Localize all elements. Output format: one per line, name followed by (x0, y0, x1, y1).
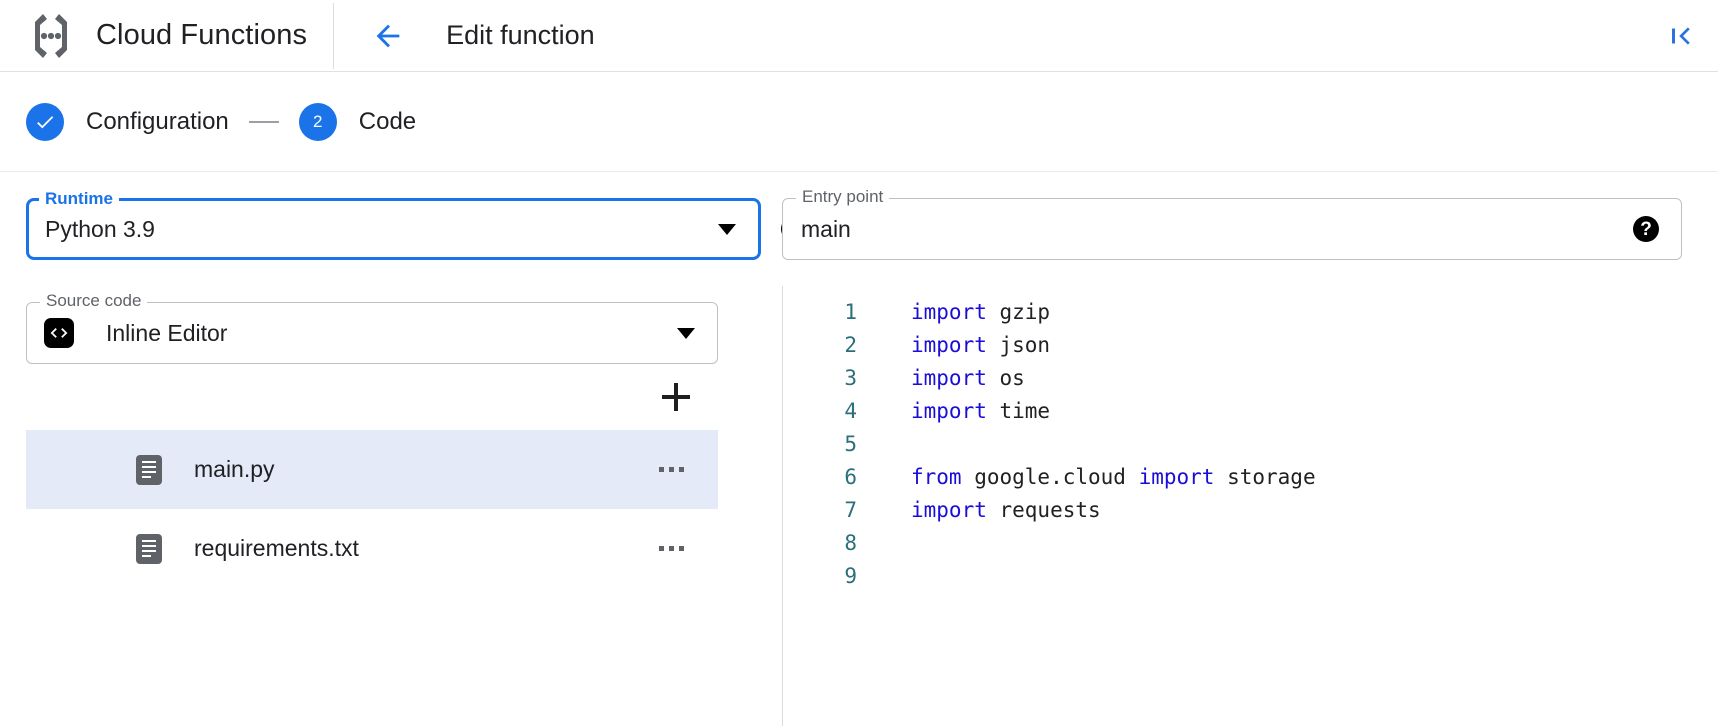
source-code-select[interactable]: Source code Inline Editor (26, 292, 718, 364)
step-configuration-marker (26, 102, 64, 141)
code-line[interactable]: 1 import gzip (783, 300, 1718, 333)
code-line-text: from google.cloud import storage (911, 465, 1316, 489)
step-configuration-label: Configuration (86, 107, 229, 135)
code-line[interactable]: 6 from google.cloud import storage (783, 465, 1718, 498)
code-line-text: import gzip (911, 300, 1051, 324)
back-button[interactable] (364, 12, 412, 60)
content-area: Runtime Python 3.9 ? Source code Inline … (0, 172, 1718, 726)
line-number: 5 (844, 432, 857, 456)
entry-point-wrap: Entry point main ? (782, 188, 1718, 260)
code-line-text: import json (911, 333, 1051, 357)
line-number: 6 (844, 465, 857, 489)
header-divider (333, 2, 335, 69)
file-name: requirements.txt (194, 535, 359, 561)
runtime-value: Python 3.9 (45, 215, 155, 242)
line-number: 2 (844, 333, 857, 357)
source-code-label: Source code (40, 292, 148, 309)
step-code-marker: 2 (298, 102, 337, 141)
right-column: Entry point main ? 1 import gzip 2 import j… (782, 172, 1718, 726)
collapse-panel-button[interactable] (1662, 16, 1702, 56)
left-column: Runtime Python 3.9 ? Source code Inline … (0, 172, 807, 725)
line-number: 7 (844, 498, 857, 522)
line-number: 8 (844, 531, 857, 555)
file-list: main.py requirements.txt (26, 430, 718, 588)
entry-point-label: Entry point (796, 188, 890, 205)
file-list-item-main-py[interactable]: main.py (26, 430, 718, 509)
code-line[interactable]: 3 import os (783, 366, 1718, 399)
line-number: 9 (844, 564, 857, 588)
runtime-label: Runtime (39, 190, 119, 207)
collapse-panel-icon (1672, 26, 1690, 45)
chevron-down-icon[interactable] (677, 327, 695, 339)
file-document-icon (136, 533, 162, 564)
file-list-item-requirements-txt[interactable]: requirements.txt (26, 509, 718, 588)
arrow-left-icon (376, 24, 400, 47)
page-title: Edit function (446, 20, 595, 50)
code-line[interactable]: 4 import time (783, 399, 1718, 432)
runtime-row: Runtime Python 3.9 ? (26, 190, 807, 260)
brand-area[interactable]: Cloud Functions (0, 0, 333, 71)
file-name: main.py (194, 456, 275, 482)
entry-point-help-icon[interactable]: ? (1633, 216, 1659, 242)
code-line[interactable]: 9 (783, 564, 1718, 597)
code-line[interactable]: 5 (783, 432, 1718, 465)
step-configuration[interactable]: Configuration (26, 102, 229, 141)
code-line-text: import requests (911, 498, 1101, 522)
code-line[interactable]: 7 import requests (783, 498, 1718, 531)
more-options-icon[interactable] (653, 461, 690, 478)
entry-point-input[interactable]: Entry point main ? (782, 188, 1682, 260)
entry-point-value[interactable]: main (801, 215, 851, 242)
code-line[interactable]: 2 import json (783, 333, 1718, 366)
step-code[interactable]: 2 Code (298, 102, 417, 141)
code-brackets-icon (44, 318, 74, 348)
chevron-down-icon[interactable] (718, 223, 736, 235)
step-code-label: Code (358, 107, 417, 135)
cloud-functions-logo-icon (22, 7, 80, 65)
step-connector (248, 120, 279, 123)
brand-title: Cloud Functions (96, 19, 308, 51)
more-options-icon[interactable] (653, 540, 690, 557)
source-code-value: Inline Editor (106, 319, 228, 346)
line-number: 1 (844, 300, 857, 324)
add-file-icon[interactable] (662, 383, 690, 411)
line-number: 4 (844, 399, 857, 423)
runtime-select[interactable]: Runtime Python 3.9 (26, 190, 761, 260)
code-line-text: import time (911, 399, 1051, 423)
check-icon (37, 115, 54, 128)
code-line[interactable]: 8 (783, 531, 1718, 564)
file-toolbar (26, 364, 718, 430)
line-number: 3 (844, 366, 857, 390)
code-editor[interactable]: 1 import gzip 2 import json 3 import os 4 impor… (782, 286, 1718, 726)
file-document-icon (136, 454, 162, 485)
code-line-text: import os (911, 366, 1025, 390)
wizard-stepper: Configuration 2 Code (0, 72, 1718, 172)
app-header: Cloud Functions Edit function (0, 0, 1718, 72)
